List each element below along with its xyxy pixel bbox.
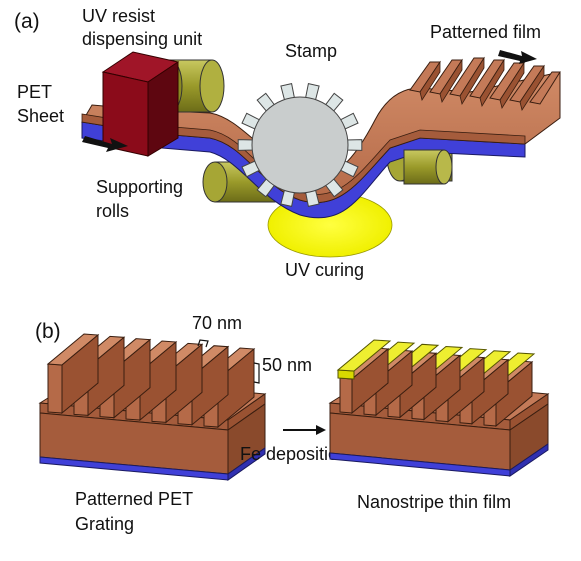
panel-b: (b) 70 nm 50 nm	[35, 313, 550, 534]
fe-stripe-top	[336, 339, 392, 372]
patterned-film-ridges	[409, 57, 561, 105]
grating-fin-side	[351, 347, 389, 415]
patterned-pet-grating-label-line1: Patterned PET	[75, 489, 193, 509]
supporting-roll-front	[403, 149, 453, 185]
dispensing-unit-label-line2: dispensing unit	[82, 29, 202, 49]
dispensing-unit-label-line1: UV resist	[82, 6, 155, 26]
grating-fin	[47, 363, 63, 414]
fe-deposition-label: Fe deposition	[240, 444, 348, 464]
pet-sheet-label-line2: Sheet	[17, 106, 64, 126]
uv-resist-dispensing-unit	[101, 51, 180, 157]
dimension-50nm-label: 50 nm	[262, 355, 312, 375]
patterned-pet-grating	[38, 333, 267, 481]
pet-sheet-label-line1: PET	[17, 82, 52, 102]
dimension-70nm-bracket	[197, 339, 209, 348]
panel-a-tag: (a)	[14, 10, 40, 33]
pet-feed-arrow	[82, 136, 128, 152]
patterned-film-label: Patterned film	[430, 22, 541, 42]
nanostripe-thin-film	[328, 339, 550, 477]
supporting-rolls-label-line1: Supporting	[96, 177, 183, 197]
panel-a: (a) UV resist dispensing unit PET Sheet …	[14, 6, 561, 280]
grating-fin	[339, 377, 353, 414]
patterned-film-ridge-fronts	[419, 56, 545, 111]
fe-deposition-arrow	[283, 425, 326, 435]
patterned-film-out-arrow	[498, 50, 537, 64]
dimension-50nm-bracket	[253, 362, 260, 384]
uv-curing-label: UV curing	[285, 260, 364, 280]
grating-fin-side	[61, 333, 99, 415]
stamp-roller	[237, 82, 363, 208]
panel-b-tag: (b)	[35, 320, 61, 343]
stamp-label: Stamp	[285, 41, 337, 61]
patterned-pet-grating-label-line2: Grating	[75, 514, 134, 534]
nanostripe-thin-film-label: Nanostripe thin film	[357, 492, 511, 512]
dimension-70nm-label: 70 nm	[192, 313, 242, 333]
supporting-rolls-label-line2: rolls	[96, 201, 129, 221]
